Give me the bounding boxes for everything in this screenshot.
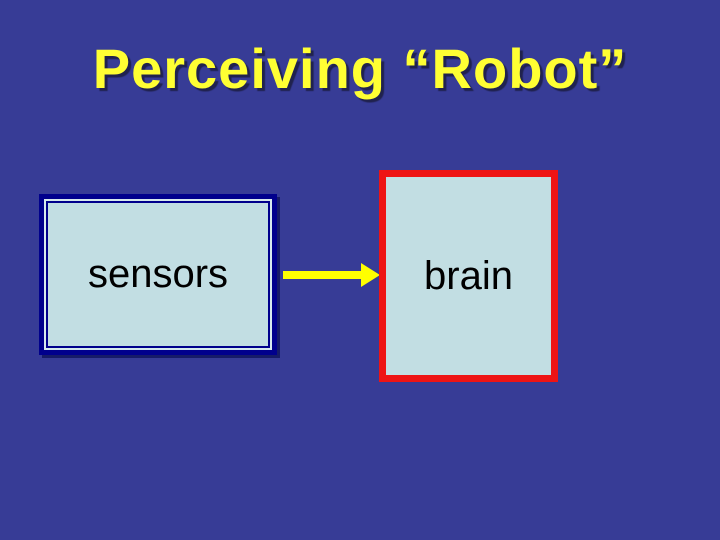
brain-box-label: brain — [424, 253, 513, 298]
slide-title: Perceiving “Robot” — [92, 37, 628, 100]
sensors-box: sensors — [39, 194, 277, 355]
sensors-box-label: sensors — [87, 252, 229, 296]
arrow-shaft — [283, 271, 362, 279]
sensors-box-inner: sensors — [46, 201, 270, 348]
right-arrow-icon — [361, 263, 380, 287]
brain-box: brain — [379, 170, 558, 382]
